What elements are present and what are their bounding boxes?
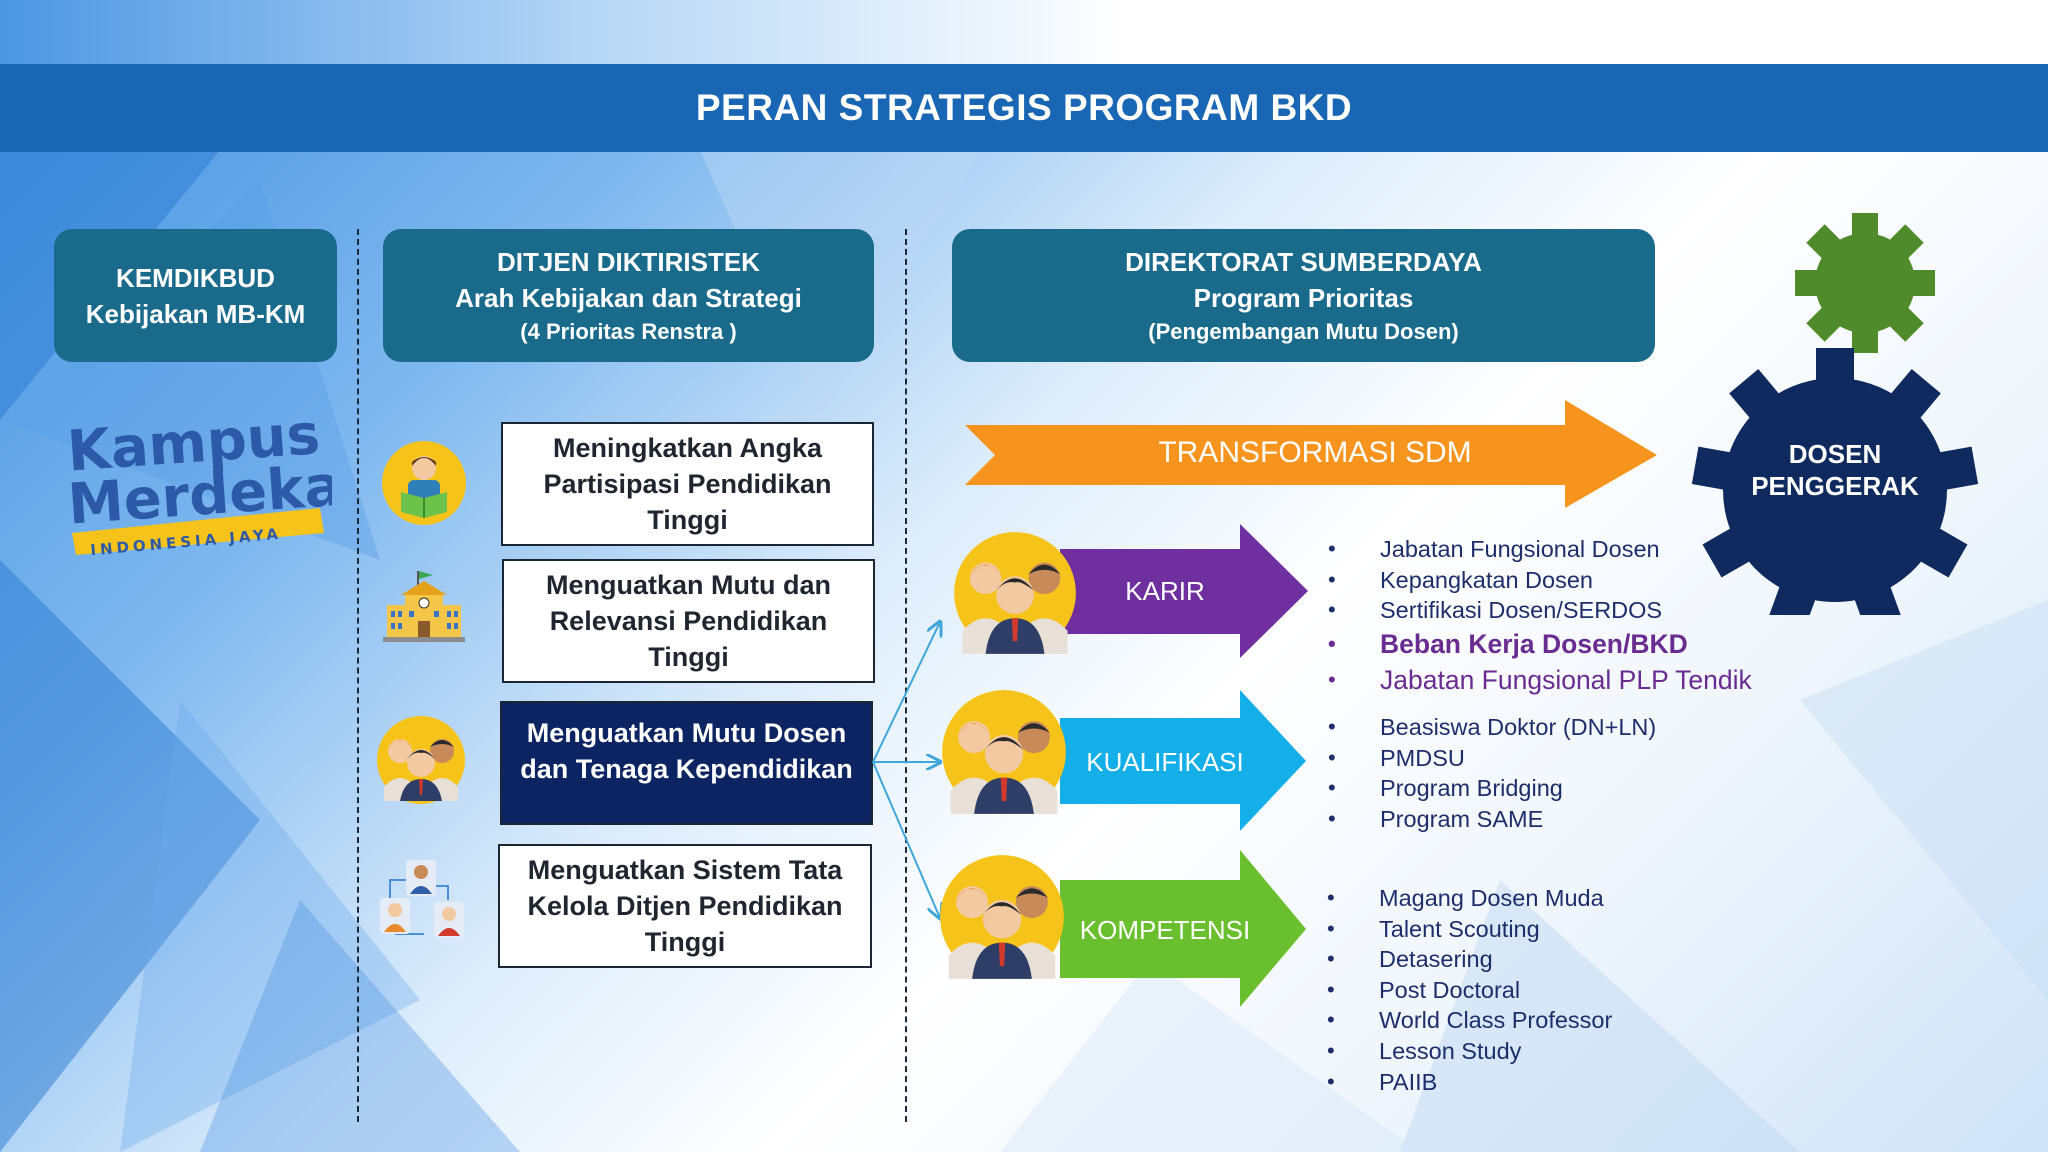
column-divider xyxy=(905,229,907,1122)
list-item: Detasering xyxy=(1327,944,1612,975)
kualifikasi-list: Beasiswa Doktor (DN+LN) PMDSU Program Br… xyxy=(1328,712,1656,834)
kampus-merdeka-logo: Kampus Merdeka INDONESIA JAYA xyxy=(65,405,332,555)
ditjen-header: DITJEN DIKTIRISTEK Arah Kebijakan dan St… xyxy=(383,229,874,362)
list-item: Beban Kerja Dosen/BKD xyxy=(1328,626,1752,662)
reader-icon xyxy=(382,441,466,525)
kemdikbud-header: KEMDIKBUD Kebijakan MB-KM xyxy=(54,229,337,362)
list-item: Kepangkatan Dosen xyxy=(1328,565,1752,596)
kualifikasi-arrow xyxy=(1060,690,1306,831)
people-group-icon xyxy=(954,532,1076,654)
connector-arrows xyxy=(872,610,965,940)
list-item: Lesson Study xyxy=(1327,1036,1612,1067)
list-item: Jabatan Fungsional Dosen xyxy=(1328,534,1752,565)
direktorat-header: DIREKTORAT SUMBERDAYA Program Prioritas … xyxy=(952,229,1655,362)
kompetensi-list: Magang Dosen Muda Talent Scouting Detase… xyxy=(1327,883,1612,1097)
dosen-penggerak-label: DOSEN PENGGERAK xyxy=(1751,439,1919,501)
karir-label: KARIR xyxy=(1125,576,1205,606)
priority-box-1: Meningkatkan Angka Partisipasi Pendidika… xyxy=(501,422,874,546)
kompetensi-arrow xyxy=(1060,850,1306,1007)
list-item: Jabatan Fungsional PLP Tendik xyxy=(1328,662,1752,698)
gear-icon xyxy=(1691,213,1979,615)
karir-list: Jabatan Fungsional Dosen Kepangkatan Dos… xyxy=(1328,534,1752,698)
kompetensi-label: KOMPETENSI xyxy=(1079,915,1251,945)
list-item: PMDSU xyxy=(1328,743,1656,774)
list-item: PAIIB xyxy=(1327,1067,1612,1098)
transformasi-label: TRANSFORMASI SDM xyxy=(1158,436,1472,469)
list-item: Sertifikasi Dosen/SERDOS xyxy=(1328,595,1752,626)
priority-box-4: Menguatkan Sistem Tata Kelola Ditjen Pen… xyxy=(498,844,872,968)
page-title: PERAN STRATEGIS PROGRAM BKD xyxy=(695,87,1353,128)
list-item: Program Bridging xyxy=(1328,773,1656,804)
column-divider xyxy=(357,229,359,1122)
title-banner: PERAN STRATEGIS PROGRAM BKD xyxy=(0,64,2048,152)
priority-box-3-highlight: Menguatkan Mutu Dosen dan Tenaga Kependi… xyxy=(500,701,873,825)
list-item: Post Doctoral xyxy=(1327,975,1612,1006)
list-item: Talent Scouting xyxy=(1327,914,1612,945)
karir-arrow xyxy=(1060,524,1308,658)
list-item: Program SAME xyxy=(1328,804,1656,835)
transformasi-sdm-arrow xyxy=(965,400,1657,508)
kualifikasi-label: KUALIFIKASI xyxy=(1086,747,1244,777)
people-group-icon xyxy=(942,690,1066,814)
network-people-icon xyxy=(380,860,464,938)
people-group-icon xyxy=(940,855,1064,979)
school-building-icon xyxy=(383,571,465,642)
list-item: Magang Dosen Muda xyxy=(1327,883,1612,914)
list-item: Beasiswa Doktor (DN+LN) xyxy=(1328,712,1656,743)
priority-box-2: Menguatkan Mutu dan Relevansi Pendidikan… xyxy=(502,559,875,683)
list-item: World Class Professor xyxy=(1327,1005,1612,1036)
people-group-icon xyxy=(377,716,465,804)
